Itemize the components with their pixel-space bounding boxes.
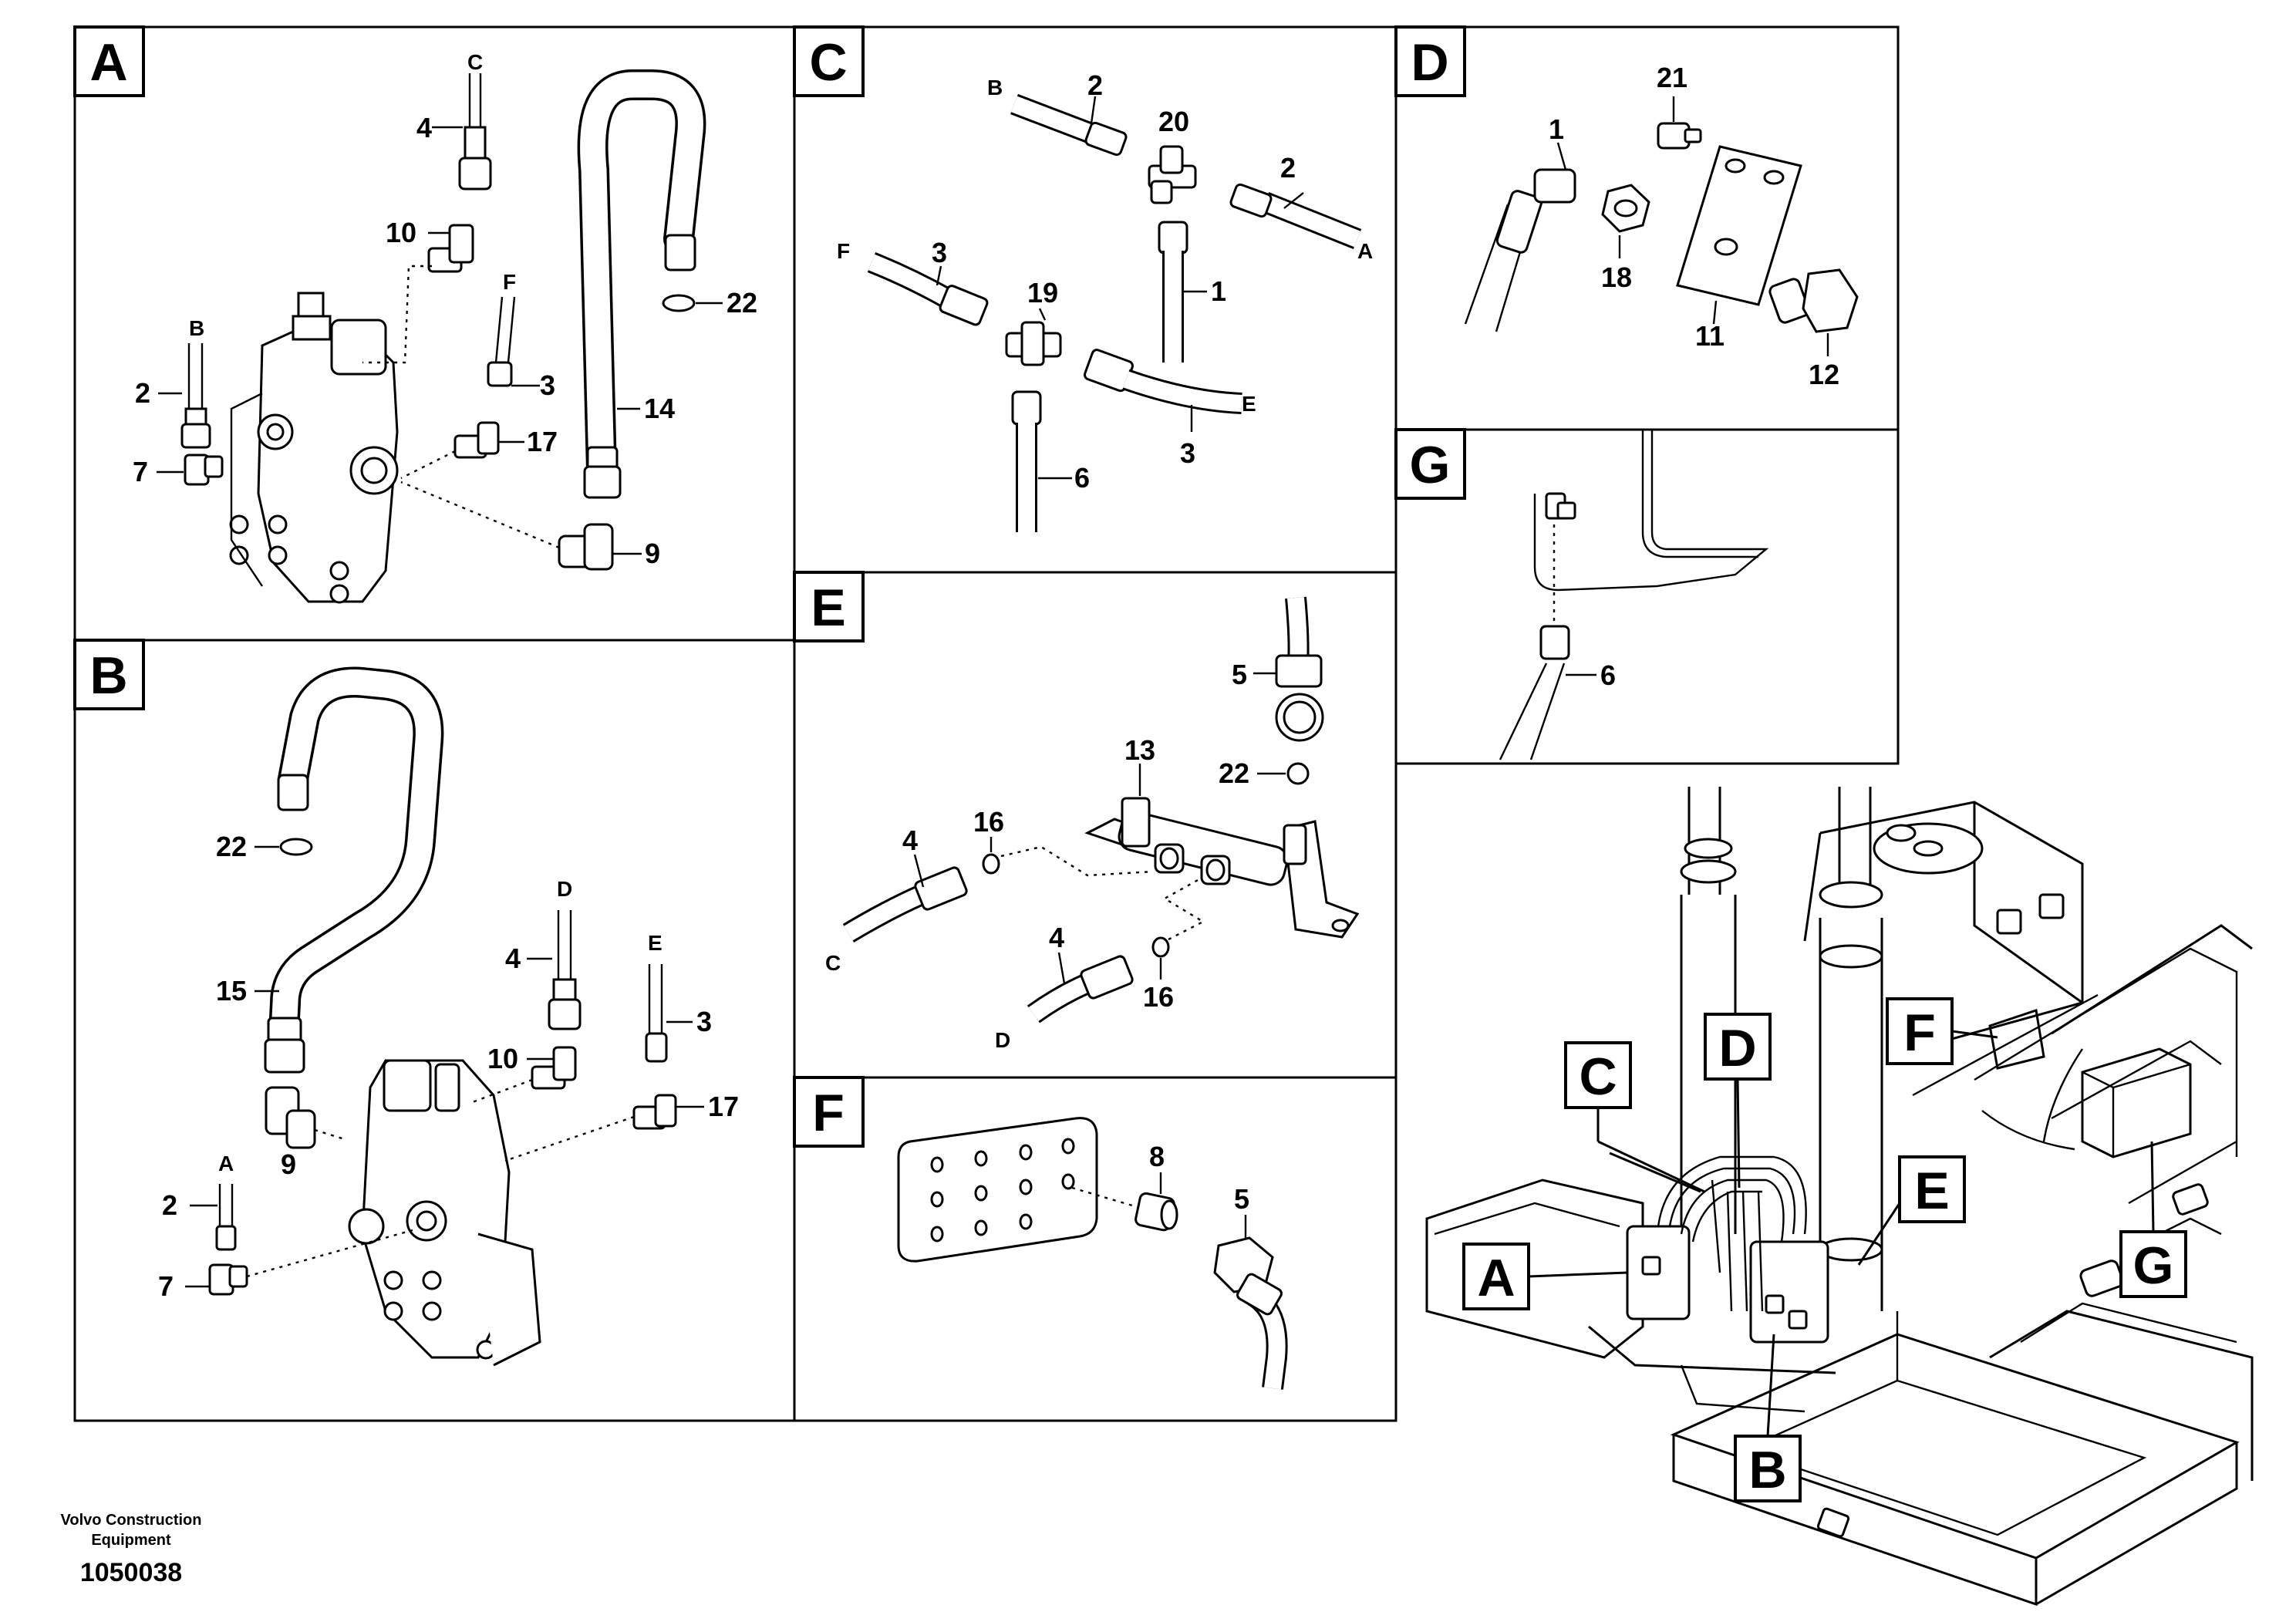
overview-label-box-a xyxy=(1462,1243,1530,1310)
panel-g: G 6 xyxy=(1394,428,1900,765)
callout-3: 3 xyxy=(540,369,555,401)
connector-a: A xyxy=(1357,239,1373,263)
panel-b: B xyxy=(73,639,796,1422)
callout-21: 21 xyxy=(1657,62,1687,93)
callout-20: 20 xyxy=(1158,106,1189,137)
panel-e-letter: E xyxy=(811,578,845,637)
manifold-block xyxy=(1084,797,1360,939)
panel-f-letter: F xyxy=(812,1084,845,1142)
callout-7: 7 xyxy=(133,456,148,487)
panel-d-letter-box xyxy=(1394,25,1466,97)
overview-label-box-e xyxy=(1898,1155,1966,1223)
callout-2: 2 xyxy=(135,377,150,409)
connector-e: E xyxy=(1242,392,1256,416)
callout-10: 10 xyxy=(487,1043,518,1074)
panel-a-letter: A xyxy=(89,33,127,92)
callout-3: 3 xyxy=(1180,437,1195,469)
control-valve-b xyxy=(348,1059,541,1367)
callout-4: 4 xyxy=(505,943,521,974)
panel-b-letter-box xyxy=(73,639,145,710)
callout-17: 17 xyxy=(527,426,558,457)
callout-2: 2 xyxy=(162,1189,177,1221)
control-valve xyxy=(229,292,399,604)
connector-d: D xyxy=(995,1028,1010,1052)
panel-e: E xyxy=(793,571,1397,1079)
callout-22: 22 xyxy=(727,287,757,319)
callout-11: 11 xyxy=(1695,320,1725,352)
callout-4: 4 xyxy=(416,112,432,143)
panel-a-letter-box xyxy=(73,25,145,97)
callout-9: 9 xyxy=(645,538,660,569)
callout-16: 16 xyxy=(1143,981,1174,1013)
overview-label-g: G xyxy=(2133,1236,2174,1295)
callout-2: 2 xyxy=(1280,152,1296,184)
panel-b-letter: B xyxy=(89,646,127,705)
callout-1: 1 xyxy=(1549,113,1564,145)
callout-19: 19 xyxy=(1027,277,1058,309)
callout-13: 13 xyxy=(1124,734,1155,766)
connector-c: C xyxy=(825,951,841,975)
overview-label-e: E xyxy=(1914,1162,1949,1220)
callout-4: 4 xyxy=(1049,922,1064,953)
drawing-number: 1050038 xyxy=(79,1558,183,1587)
callout-5: 5 xyxy=(1232,659,1247,690)
callout-17: 17 xyxy=(708,1091,739,1122)
panel-c: C xyxy=(793,25,1397,574)
overview-label-box-c xyxy=(1564,1041,1632,1109)
panel-d-letter: D xyxy=(1411,33,1448,92)
panel-g-letter-box xyxy=(1394,428,1466,500)
panel-d: D 21 1 18 11 12 xyxy=(1394,25,1900,431)
callout-12: 12 xyxy=(1809,359,1839,390)
overview-label-d: D xyxy=(1718,1019,1756,1077)
overview-label-f: F xyxy=(1903,1003,1936,1062)
callout-10: 10 xyxy=(386,217,416,248)
panel-f: F 8 5 xyxy=(793,1076,1397,1422)
panel-g-letter: G xyxy=(1410,436,1451,494)
callout-6: 6 xyxy=(1600,659,1616,691)
panel-f-letter-box xyxy=(793,1076,865,1148)
callout-1: 1 xyxy=(1211,275,1226,307)
manufacturer-label: Volvo Construction Equipment xyxy=(54,1510,208,1550)
connector-f: F xyxy=(837,239,850,263)
callout-15: 15 xyxy=(216,975,247,1007)
overview-label-a: A xyxy=(1477,1249,1515,1307)
connector-f: F xyxy=(503,270,516,294)
manufacturer-line-2: Equipment xyxy=(91,1532,171,1549)
callout-14: 14 xyxy=(644,393,675,424)
callout-22: 22 xyxy=(1219,757,1249,789)
connector-a: A xyxy=(218,1152,234,1175)
manufacturer-line-1: Volvo Construction xyxy=(60,1512,202,1529)
connector-b: B xyxy=(987,76,1003,99)
panel-c-letter: C xyxy=(809,33,847,92)
panel-e-letter-box xyxy=(793,571,865,642)
overview-label-c: C xyxy=(1579,1047,1617,1106)
callout-3: 3 xyxy=(932,237,947,268)
callout-9: 9 xyxy=(281,1148,296,1180)
callout-16: 16 xyxy=(973,806,1004,838)
callout-18: 18 xyxy=(1601,261,1632,293)
panel-c-letter-box xyxy=(793,25,865,97)
connector-e: E xyxy=(648,931,663,955)
callout-2: 2 xyxy=(1087,69,1103,101)
machine-overview: C D F E A G B xyxy=(1425,787,2254,1607)
callout-6: 6 xyxy=(1074,462,1090,494)
panel-a: A xyxy=(73,25,796,642)
connector-b: B xyxy=(189,316,204,340)
callout-4: 4 xyxy=(902,824,918,856)
callout-5: 5 xyxy=(1234,1183,1249,1215)
callout-3: 3 xyxy=(696,1006,712,1037)
callout-8: 8 xyxy=(1149,1141,1165,1172)
connector-c: C xyxy=(467,50,483,74)
overview-label-b: B xyxy=(1748,1441,1786,1499)
callout-7: 7 xyxy=(158,1270,174,1302)
callout-22: 22 xyxy=(216,831,247,862)
connector-d: D xyxy=(557,877,572,901)
